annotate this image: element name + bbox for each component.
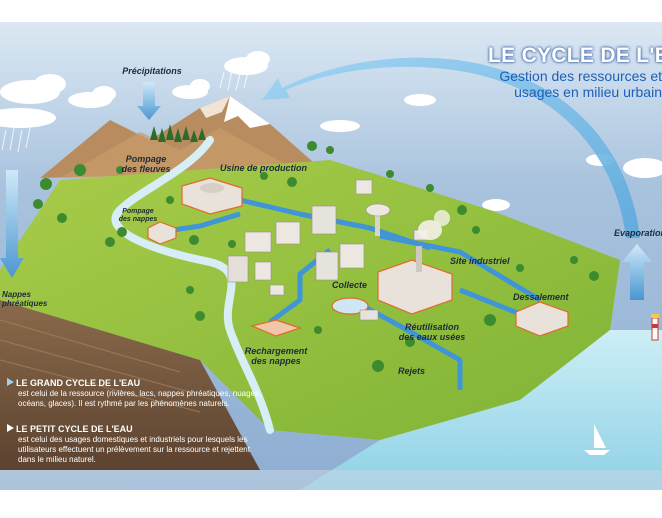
label-usine-production: Usine de production [220,163,308,173]
lighthouse [651,314,659,341]
rechargement-basin [250,319,302,337]
legend-grand-cycle: LE GRAND CYCLE DE L'EAU est celui de la … [7,378,266,409]
label-collecte: Collecte [332,280,368,290]
label-pompage-fleuves: Pompage des fleuves [121,154,171,174]
label-reutilisation: Réutilisation des eaux usées [398,322,466,342]
pompage-nappes-station [147,221,177,245]
label-evaporation: Evaporation [614,228,662,238]
sailboat [584,424,610,455]
buildings [227,179,429,296]
label-pompage-nappes: Pompage des nappes [118,208,158,223]
label-rechargement: Rechargement des nappes [244,346,308,366]
label-dessalement: Dessalement [513,292,569,302]
label-precipitations: Précipitations [122,66,182,76]
usine-production [181,177,243,215]
label-site-industriel: Site industriel [450,256,510,266]
precipitation-arrow [137,82,161,120]
evaporation-up-arrow [622,244,652,300]
legend-text: est celui des usages domestiques et indu… [18,435,250,464]
soil-streaks [0,319,201,413]
forest [150,124,206,142]
site-industriel [377,210,453,315]
legend-heading: LE PETIT CYCLE DE L'EAU [16,424,133,434]
legend-text: est celui de la ressource (rivières, lac… [18,389,262,408]
page-subtitle: Gestion des ressources et usages en mili… [499,68,662,100]
bottom-shadow [0,470,662,490]
arrow-icon [7,424,14,432]
dessalement-plant [515,301,569,337]
sea [300,330,662,490]
evaporation-arc [262,57,640,238]
arrow-icon [7,378,14,386]
river [111,136,274,434]
label-nappes-phreatiques: Nappes phréatiques [2,290,48,308]
station-collecte [331,297,379,321]
legend-petit-cycle: LE PETIT CYCLE DE L'EAU est celui des us… [7,424,266,465]
trees [33,141,599,372]
page-title: LE CYCLE DE L'EAU [488,44,662,67]
soil-layer [0,300,260,470]
grand-cycle-arrow [0,170,24,278]
legend-heading: LE GRAND CYCLE DE L'EAU [16,378,141,388]
mountains [40,96,322,178]
rain [1,69,249,153]
label-rejets: Rejets [398,366,426,376]
